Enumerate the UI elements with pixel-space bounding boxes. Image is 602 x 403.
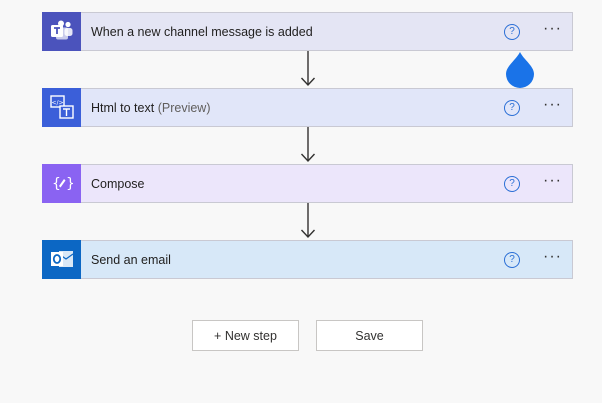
- html-to-text-icon: </>: [42, 87, 81, 127]
- step-title: Send an email: [91, 252, 171, 267]
- connector-arrow: [300, 127, 316, 163]
- help-icon[interactable]: ?: [504, 251, 521, 268]
- more-options-icon[interactable]: ···: [543, 247, 562, 265]
- compose-icon: { }: [42, 163, 81, 203]
- connector-arrow: [300, 203, 316, 239]
- step-title: Html to text (Preview): [91, 100, 211, 115]
- outlook-icon: [42, 239, 81, 279]
- teams-icon: [42, 11, 81, 51]
- new-step-button[interactable]: + New step: [192, 320, 299, 351]
- step-card-compose[interactable]: { } Compose ? ···: [42, 163, 573, 203]
- help-icon[interactable]: ?: [504, 99, 521, 116]
- step-card-teams-trigger[interactable]: When a new channel message is added ? ··…: [42, 11, 573, 51]
- step-title: When a new channel message is added: [91, 24, 313, 39]
- help-icon[interactable]: ?: [504, 175, 521, 192]
- step-card-html-to-text[interactable]: </> Html to text (Preview) ? ···: [42, 87, 573, 127]
- more-options-icon[interactable]: ···: [543, 95, 562, 113]
- connector-arrow: [300, 51, 316, 87]
- svg-text:{: {: [52, 176, 61, 192]
- more-options-icon[interactable]: ···: [543, 171, 562, 189]
- more-options-icon[interactable]: ···: [543, 19, 562, 37]
- step-title: Compose: [91, 176, 145, 191]
- svg-text:</>: </>: [51, 100, 63, 107]
- insert-step-drop-icon[interactable]: [504, 50, 536, 88]
- save-button[interactable]: Save: [316, 320, 423, 351]
- help-icon[interactable]: ?: [504, 23, 521, 40]
- step-card-send-email[interactable]: Send an email ? ···: [42, 239, 573, 279]
- svg-text:}: }: [66, 176, 73, 192]
